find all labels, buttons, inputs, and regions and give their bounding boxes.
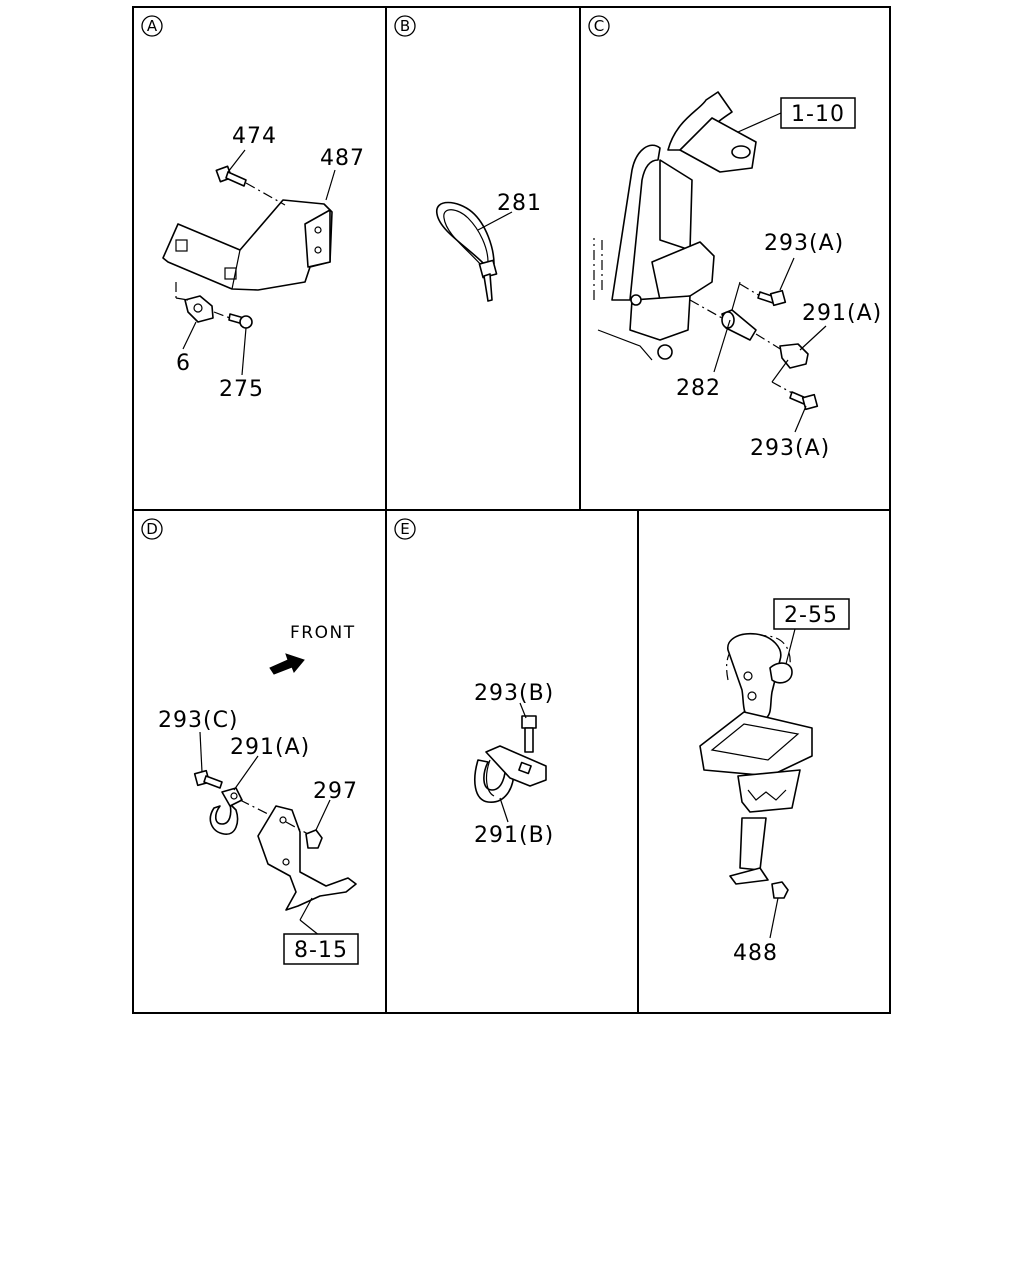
panel-e-marker: E	[394, 518, 416, 540]
label-282: 282	[676, 376, 721, 401]
panel-c: C	[588, 15, 882, 461]
diagram-frame	[132, 6, 891, 1014]
front-label: FRONT	[290, 623, 356, 643]
nut-297-drawing	[285, 821, 323, 849]
svg-text:2-55: 2-55	[784, 603, 838, 628]
label-291b: 291(B)	[474, 823, 554, 848]
panel-f: 2-55 488	[699, 598, 850, 966]
nut-488-drawing	[771, 881, 789, 899]
bolt-293b-drawing	[521, 715, 537, 753]
label-291a: 291(A)	[802, 301, 882, 326]
label-275: 275	[219, 377, 264, 402]
label-281: 281	[497, 191, 542, 216]
bracket-291a-drawing	[689, 281, 809, 395]
bolt-293a-bottom-drawing	[789, 391, 819, 411]
panel-d: D FRONT 293(C) 291(A) 297	[141, 518, 359, 965]
label-474: 474	[232, 124, 277, 149]
clip-6-drawing	[175, 282, 214, 323]
bolt-293a-top-drawing	[757, 289, 787, 307]
reference-1-10[interactable]: 1-10	[780, 97, 856, 129]
label-487: 487	[320, 146, 365, 171]
pedal-assembly-drawing	[593, 91, 757, 361]
label-488: 488	[733, 941, 778, 966]
panel-e: E 293(B) 291(B)	[394, 518, 554, 848]
bolt-275-drawing	[213, 311, 253, 329]
bolt-474-drawing	[215, 165, 286, 206]
svg-text:D: D	[146, 520, 158, 538]
panel-b-marker: B	[394, 15, 416, 37]
label-297: 297	[313, 779, 358, 804]
clip-291b-drawing	[474, 745, 547, 803]
shift-lever-assembly-drawing	[699, 632, 813, 885]
reference-8-15[interactable]: 8-15	[283, 933, 359, 965]
front-arrow-icon	[269, 653, 305, 675]
panel-b: B 281	[394, 15, 542, 302]
label-291a-d: 291(A)	[230, 735, 310, 760]
cable-tie-281-drawing	[436, 201, 498, 302]
panel-c-marker: C	[588, 15, 610, 37]
bracket-487-drawing	[162, 199, 333, 291]
panel-a-marker: A	[141, 15, 163, 37]
svg-text:B: B	[400, 17, 410, 35]
bolt-293c-drawing	[193, 769, 223, 789]
panel-d-marker: D	[141, 518, 163, 540]
bracket-8-15-drawing	[257, 805, 357, 911]
svg-text:1-10: 1-10	[791, 102, 845, 127]
svg-text:A: A	[147, 17, 158, 35]
label-293b: 293(B)	[474, 681, 554, 706]
svg-text:C: C	[594, 17, 604, 35]
svg-text:8-15: 8-15	[294, 938, 348, 963]
clip-291a-drawing	[209, 787, 243, 835]
svg-text:E: E	[400, 520, 409, 538]
panel-a: A	[141, 15, 365, 402]
reference-2-55[interactable]: 2-55	[773, 598, 850, 630]
label-293a-bottom: 293(A)	[750, 436, 830, 461]
label-6: 6	[176, 351, 191, 376]
label-293a-top: 293(A)	[764, 231, 844, 256]
label-293c: 293(C)	[158, 708, 239, 733]
